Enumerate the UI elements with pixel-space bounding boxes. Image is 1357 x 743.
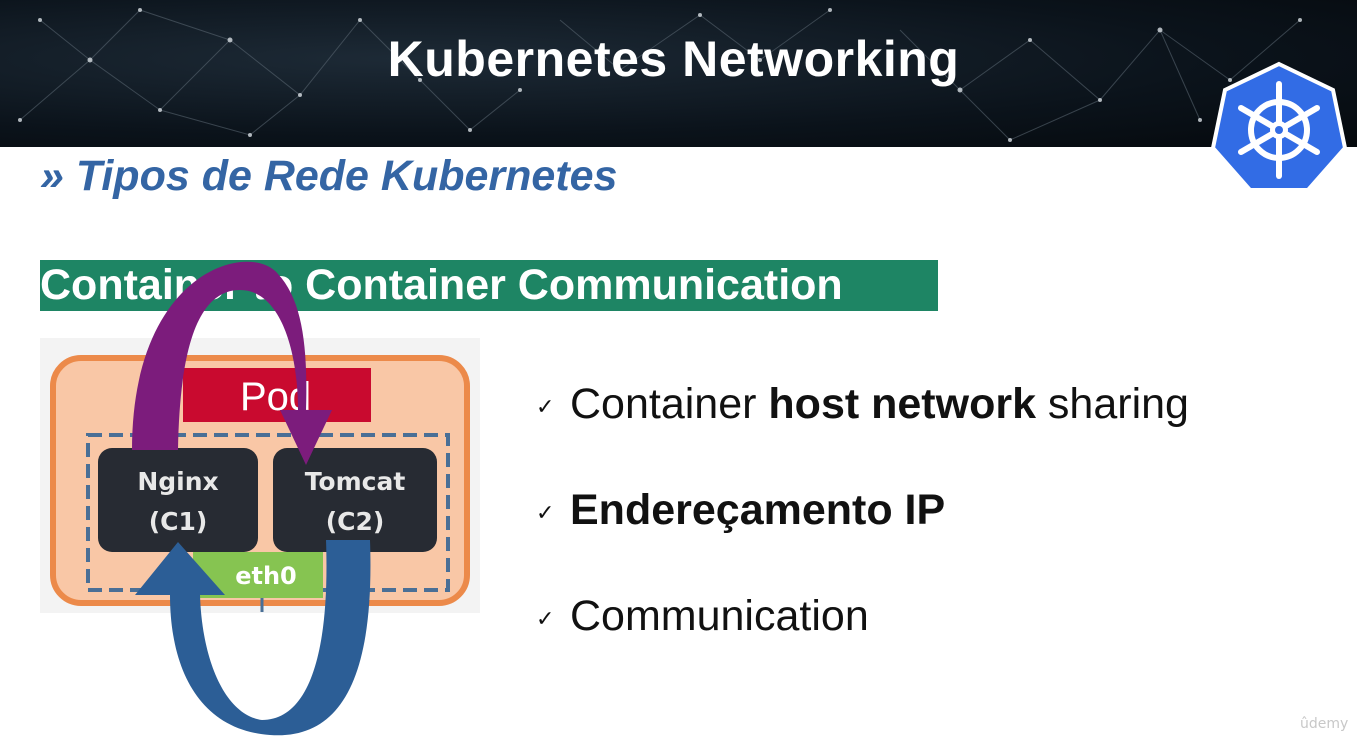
kubernetes-logo-icon: [1211, 61, 1347, 192]
bullet-text: Communication: [570, 592, 869, 640]
container-nginx-name: Nginx: [137, 467, 218, 496]
pod-diagram: Pod Nginx (C1) Tomcat (C2) eth0: [40, 261, 480, 736]
bullet-item-ip-addressing: ✓ Endereçamento IP: [536, 480, 945, 540]
pod-label-box: [183, 368, 371, 422]
bullet-text: sharing: [1035, 380, 1189, 428]
bullet-text: Container: [570, 380, 769, 428]
container-nginx-id: (C1): [149, 507, 208, 536]
purple-arrow-icon: [132, 261, 332, 465]
section-heading: Container to Container Communication: [40, 261, 843, 309]
container-tomcat-name: Tomcat: [305, 467, 406, 496]
container-nginx: [98, 448, 258, 552]
check-icon: ✓: [536, 393, 555, 419]
blue-arrow-icon: [135, 540, 371, 736]
bullet-bold-text: host network: [768, 380, 1036, 428]
check-icon: ✓: [536, 605, 555, 631]
eth0-label: eth0: [235, 562, 297, 590]
bullet-item-host-network: ✓ Container host network sharing: [536, 374, 1189, 434]
network-background-graphic: [18, 8, 1302, 142]
container-tomcat: [273, 448, 437, 552]
section-subtitle: » Tipos de Rede Kubernetes: [40, 152, 618, 200]
udemy-watermark: ûdemy: [1300, 716, 1349, 732]
bullet-item-communication: ✓ Communication: [536, 586, 869, 646]
check-icon: ✓: [536, 499, 555, 525]
container-tomcat-id: (C2): [326, 507, 385, 536]
header-banner: Kubernetes Networking: [0, 0, 1357, 147]
slide-title: Kubernetes Networking: [387, 31, 960, 87]
bullet-bold-text: Endereçamento IP: [570, 486, 946, 534]
